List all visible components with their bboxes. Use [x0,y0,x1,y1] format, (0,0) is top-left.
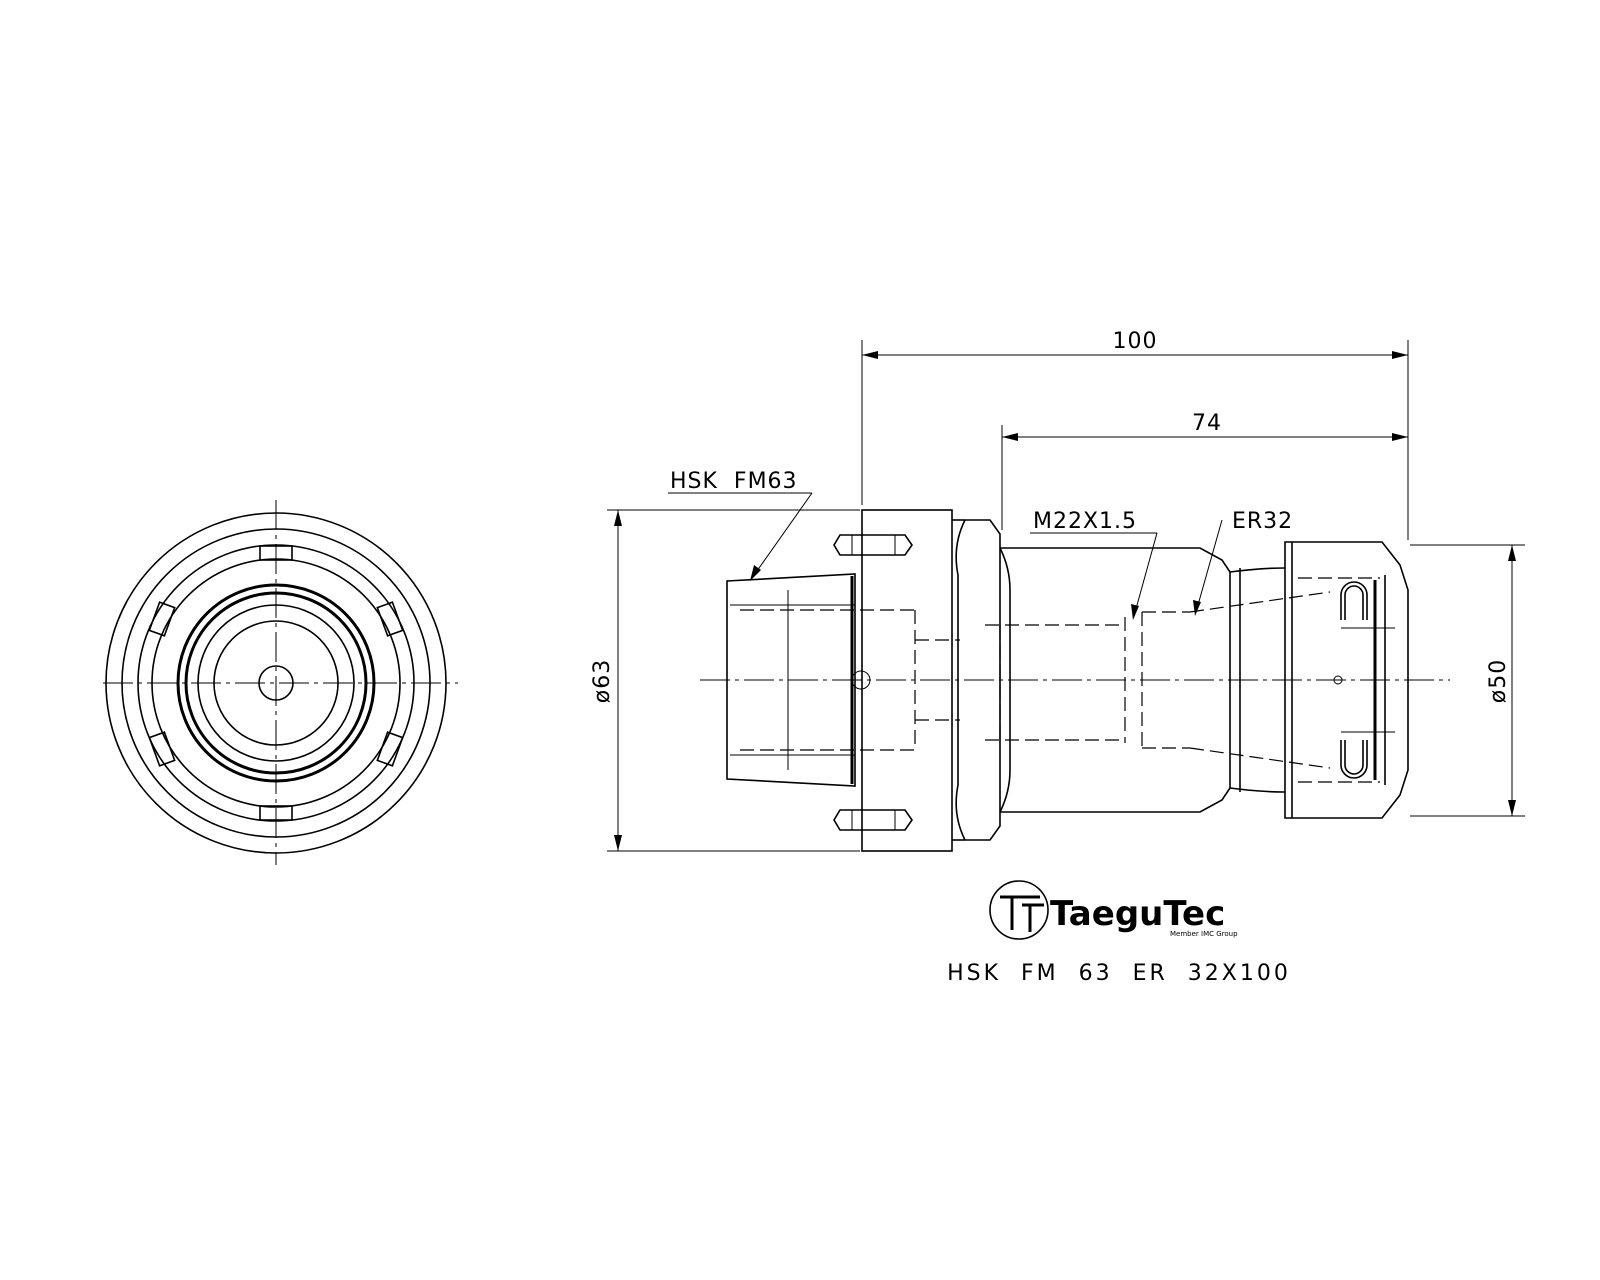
flange-diameter-label: ø63 [590,659,615,703]
logo-brand: TaeguTec [1050,894,1225,934]
taegutec-logo: TaeguTec Member IMC Group [989,880,1238,940]
part-name: HSK FM 63 ER 32X100 [947,961,1291,986]
collet-callout-label: ER32 [1232,509,1293,534]
dimension-nut-diameter: ø50 [1410,544,1525,817]
nut-slots [1333,575,1395,785]
gauge-length-label: 74 [1192,411,1222,436]
dimension-flange-diameter: ø63 [590,509,860,852]
callout-taper: HSK FM63 [668,469,813,581]
taper-callout-label: HSK FM63 [670,469,798,494]
overall-length-label: 100 [1113,329,1158,354]
callout-thread: M22X1.5 [1030,509,1158,620]
callout-collet: ER32 [1193,509,1293,616]
logo-tagline: Member IMC Group [1170,930,1238,938]
drive-slots [148,545,404,821]
nut-diameter-label: ø50 [1486,659,1511,703]
end-view [103,500,458,865]
side-view [700,509,1450,852]
dimension-gauge-length: 74 [1001,411,1409,530]
thread-callout-label: M22X1.5 [1033,509,1137,534]
drive-pins [833,534,913,831]
